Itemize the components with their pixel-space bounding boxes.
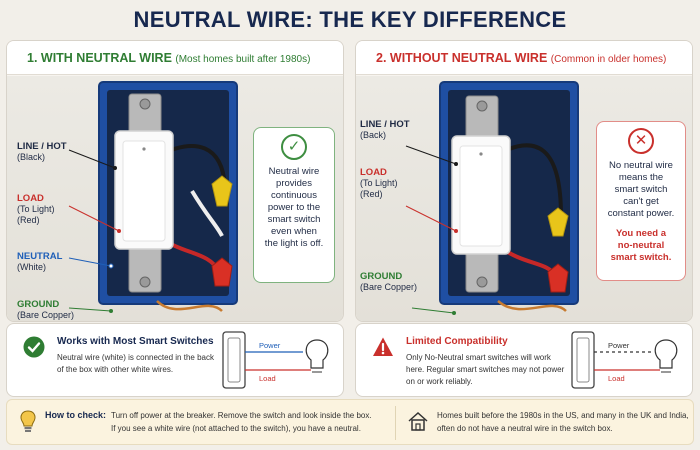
top-screw bbox=[476, 100, 488, 112]
compatibility-good-card: Works with Most Smart Switches Neutral w… bbox=[6, 323, 344, 397]
older-homes-note-2: often do not have a neutral wire in the … bbox=[437, 424, 613, 433]
line-pointer bbox=[68, 149, 116, 169]
no-neutral-warning-callout: ✕ No neutral wire means the smart switch… bbox=[596, 121, 686, 281]
page-title: NEUTRAL WIRE: THE KEY DIFFERENCE bbox=[133, 7, 567, 32]
line-hot-label: LINE / HOT (Back) bbox=[360, 119, 410, 140]
switch-indicator-led bbox=[479, 152, 483, 156]
power-label: Power bbox=[259, 341, 281, 350]
power-label: Power bbox=[608, 341, 630, 350]
how-to-check-step-2: If you see a white wire (not attached to… bbox=[111, 424, 361, 433]
compatibility-limited-card: Limited Compatibility Only No-Neutral sm… bbox=[355, 323, 693, 397]
light-bulb-icon bbox=[305, 339, 329, 369]
bottom-screw bbox=[139, 276, 151, 288]
switch-indicator-led bbox=[142, 147, 146, 151]
with-neutral-wiring-diagram bbox=[68, 81, 238, 313]
without-neutral-heading-text: 2. WITHOUT NEUTRAL WIRE bbox=[376, 51, 548, 65]
ground-wire bbox=[497, 300, 567, 312]
load-label-mini: Load bbox=[259, 374, 276, 383]
checkmark-icon: ✓ bbox=[281, 134, 307, 160]
neutral-label: NEUTRAL (White) bbox=[17, 251, 63, 272]
yellow-wire-nut bbox=[211, 175, 233, 207]
without-neutral-heading: 2. WITHOUT NEUTRAL WIRE (Common in older… bbox=[356, 41, 692, 75]
check-circle-icon bbox=[23, 336, 45, 358]
ground-label: GROUND (Bare Copper) bbox=[360, 271, 418, 292]
compatibility-good-text: Neutral wire (white) is connected in the… bbox=[57, 353, 214, 374]
load-pointer bbox=[68, 205, 120, 232]
load-label: LOAD (To Light) (Red) bbox=[17, 193, 55, 225]
compatibility-limited-title: Limited Compatibility bbox=[406, 336, 508, 347]
no-neutral-recommendation: You need a no-neutral smart switch. bbox=[610, 228, 672, 263]
red-wire-nut bbox=[547, 263, 569, 293]
load-pointer bbox=[405, 205, 457, 232]
smart-switch-paddle bbox=[459, 145, 503, 247]
switch-mini-icon bbox=[222, 331, 246, 389]
with-neutral-panel: 1. WITH NEUTRAL WIRE (Most homes built a… bbox=[6, 40, 344, 322]
compatibility-good-title: Works with Most Smart Switches bbox=[57, 336, 214, 347]
without-neutral-panel: 2. WITHOUT NEUTRAL WIRE (Common in older… bbox=[355, 40, 693, 322]
ground-pointer bbox=[68, 307, 112, 312]
light-bulb-icon bbox=[20, 410, 36, 432]
neutral-wire bbox=[190, 189, 224, 237]
switch-mini-icon bbox=[571, 331, 595, 389]
without-neutral-wiring-diagram bbox=[405, 81, 579, 315]
older-homes-note-1: Homes built before the 1980s in the US, … bbox=[437, 411, 689, 420]
how-to-check-footer: How to check: Turn off power at the brea… bbox=[6, 399, 694, 445]
without-neutral-heading-sub: (Common in older homes) bbox=[550, 54, 667, 65]
smart-switch-paddle bbox=[122, 140, 166, 242]
warning-icon bbox=[373, 337, 393, 356]
line-pointer bbox=[405, 145, 457, 165]
ground-wire bbox=[156, 300, 223, 312]
load-label: LOAD (To Light) (Red) bbox=[360, 167, 398, 199]
neutral-pointer bbox=[68, 257, 112, 267]
compatibility-limited-text: Only No-Neutral smart switches will work… bbox=[406, 353, 565, 386]
bottom-screw bbox=[476, 276, 488, 288]
how-to-check-step-1: Turn off power at the breaker. Remove th… bbox=[111, 411, 372, 420]
house-icon bbox=[408, 411, 428, 431]
x-mark-icon: ✕ bbox=[628, 128, 654, 154]
with-neutral-heading-text: 1. WITH NEUTRAL WIRE bbox=[27, 51, 172, 65]
yellow-wire-nut bbox=[547, 207, 569, 237]
neutral-power-diagram: Power Load bbox=[222, 331, 329, 389]
red-wire-nut bbox=[211, 257, 233, 287]
how-to-check-title: How to check: bbox=[45, 410, 107, 420]
load-label-mini: Load bbox=[608, 374, 625, 383]
neutral-benefit-callout: ✓ Neutral wire provides continuous power… bbox=[253, 127, 335, 283]
with-neutral-heading: 1. WITH NEUTRAL WIRE (Most homes built a… bbox=[7, 41, 343, 75]
ground-label: GROUND (Bare Copper) bbox=[17, 299, 75, 320]
top-screw bbox=[139, 98, 151, 110]
ground-pointer bbox=[411, 307, 455, 314]
footer-divider bbox=[395, 406, 396, 440]
light-bulb-icon bbox=[654, 339, 678, 369]
line-hot-label: LINE / HOT (Black) bbox=[17, 141, 67, 162]
with-neutral-heading-sub: (Most homes built after 1980s) bbox=[175, 54, 311, 65]
no-neutral-power-diagram: Power Load bbox=[571, 331, 678, 389]
